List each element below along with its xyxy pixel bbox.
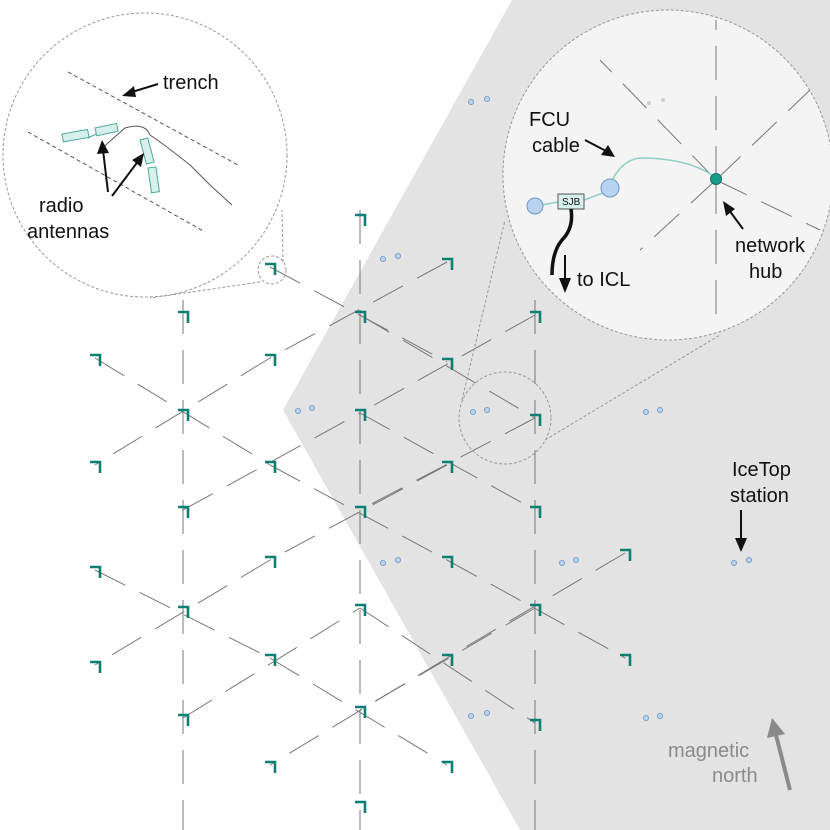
tank-dot-icon (483, 710, 490, 717)
corner-antenna-icon (355, 603, 367, 616)
corner-antenna-icon (355, 800, 367, 813)
icetop-tank (600, 178, 620, 198)
corner-antenna-icon (355, 213, 367, 226)
cable-line (269, 657, 448, 766)
magnetic-north-label-line2: north (712, 765, 758, 787)
icetop-station-label-line2: station (730, 485, 789, 507)
corner-antenna-icon (530, 413, 542, 426)
corner-antenna-icon (442, 555, 454, 568)
corner-antenna-icon (90, 353, 102, 366)
corner-antenna-icon (178, 310, 190, 323)
corner-antenna-icon (90, 460, 102, 473)
tank-dot-icon (308, 404, 315, 411)
corner-antenna-icon (178, 408, 190, 421)
antenna-stations (90, 213, 632, 813)
radio-antennas-label-line1: radio (39, 195, 83, 217)
tank-dot-icon (573, 557, 580, 564)
zoom-source-medium (458, 371, 552, 465)
inset-network-hub: SJB to ICL FCU cable network hub (502, 9, 830, 341)
corner-antenna-icon (442, 357, 454, 370)
sjb-label: SJB (562, 197, 581, 208)
corner-antenna-icon (530, 505, 542, 518)
corner-antenna-icon (442, 653, 454, 666)
icetop-station-label-line1: IceTop (732, 459, 791, 481)
corner-antenna-icon (265, 760, 277, 773)
tank-dot-icon (483, 96, 490, 103)
icetop-tank (526, 197, 544, 215)
corner-antenna-icon (265, 353, 277, 366)
cable-line (269, 266, 448, 363)
cable-line (359, 607, 536, 711)
trench-arrow (131, 83, 159, 93)
cable-line (94, 569, 271, 659)
zoom-connector-medium (544, 334, 721, 441)
corner-antenna-icon (355, 408, 367, 421)
tank-dot-icon (379, 255, 386, 262)
tank-dot-icon (379, 560, 386, 567)
cable-line (446, 559, 626, 659)
corner-antenna-icon (442, 760, 454, 773)
corner-antenna-icon (178, 505, 190, 518)
cable-line (269, 261, 448, 359)
hub-dot-icon (710, 173, 722, 185)
cable-line (359, 607, 536, 724)
corner-antenna-icon (178, 605, 190, 618)
cable-line (269, 464, 448, 561)
cable-line (94, 357, 271, 466)
tank-dot-icon (469, 408, 476, 415)
tank-dot-icon (643, 408, 650, 415)
corner-antenna-icon (442, 257, 454, 270)
tank-dot-icon (657, 713, 664, 720)
arrow-up-icon (774, 734, 792, 791)
zoom-connector-small (149, 281, 261, 299)
tank-dot-icon (731, 560, 738, 567)
tank-dot-icon (746, 557, 753, 564)
tank-dot-icon (394, 557, 401, 564)
magnetic-north-label-line1: magnetic (668, 740, 749, 762)
tank-dot-icon (483, 406, 490, 413)
cable-line (94, 559, 271, 666)
corner-antenna-icon (620, 548, 632, 561)
corner-antenna-icon (265, 653, 277, 666)
corner-antenna-icon (265, 460, 277, 473)
network-hub-label-line1: network (735, 235, 806, 257)
fcu-cable-label-line2: cable (532, 135, 580, 157)
corner-antenna-icon (265, 555, 277, 568)
corner-antenna-icon (265, 262, 277, 275)
corner-antenna-icon (530, 310, 542, 323)
corner-antenna-icon (178, 713, 190, 726)
cable-line (359, 314, 536, 414)
zoom-connector-medium (461, 219, 506, 401)
cable-line (182, 607, 361, 719)
cable-line (359, 314, 536, 419)
inset-radio-antennas: trench radio antennas (2, 12, 288, 298)
tank-dot-icon (657, 406, 664, 413)
tank-dot-icon (559, 560, 566, 567)
corner-antenna-icon (355, 310, 367, 323)
tank-dot-icon (467, 713, 474, 720)
cable-line (359, 417, 536, 511)
zoom-source-small (257, 255, 287, 285)
tank-dot-icon (294, 407, 301, 414)
tank-dot-icon (467, 99, 474, 106)
to-icl-label: to ICL (577, 269, 630, 291)
trench-label: trench (163, 72, 219, 94)
corner-antenna-icon (620, 653, 632, 666)
network-hub-label-line2: hub (749, 261, 782, 283)
corner-antenna-icon (355, 505, 367, 518)
radio-antennas-label-line2: antennas (27, 221, 109, 243)
zoom-connector-small (281, 209, 284, 263)
corner-antenna-icon (530, 718, 542, 731)
corner-antenna-icon (90, 660, 102, 673)
tank-dot-icon (643, 715, 650, 722)
tank-dot-icon (394, 252, 401, 259)
corner-antenna-icon (355, 705, 367, 718)
corner-antenna-icon (90, 565, 102, 578)
corner-antenna-icon (442, 460, 454, 473)
fcu-cable-label-line1: FCU (529, 109, 570, 131)
corner-antenna-icon (530, 603, 542, 616)
icetop-tanks (294, 96, 753, 722)
